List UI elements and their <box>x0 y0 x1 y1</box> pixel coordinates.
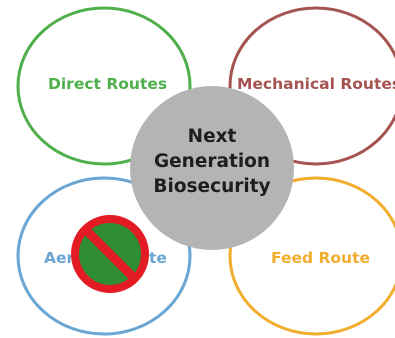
mechanical-routes-label: Mechanical Routes <box>237 75 395 93</box>
center-title-line-1: Next <box>187 126 237 147</box>
center-title: Next Generation Biosecurity <box>138 124 286 199</box>
center-circle <box>130 86 294 250</box>
direct-routes-circle <box>16 6 192 166</box>
mechanical-routes-circle <box>228 6 395 166</box>
direct-routes-label: Direct Routes <box>48 75 168 93</box>
feed-route-label: Feed Route <box>271 249 371 267</box>
center-title-line-2: Generation <box>153 151 271 172</box>
center-title-line-3: Biosecurity <box>153 176 271 197</box>
aerosol-route-circle <box>16 176 192 336</box>
feed-route-circle <box>228 176 395 336</box>
